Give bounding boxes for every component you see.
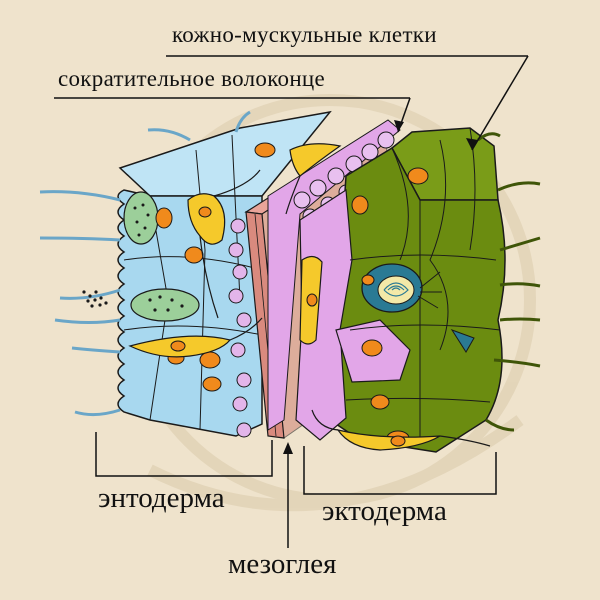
- arrow-heads: [283, 120, 478, 454]
- nerve-cell-1: [187, 193, 226, 245]
- ectoderm-layer: [295, 127, 541, 453]
- label-contractile-fiber: сократительное волоконце: [58, 66, 326, 91]
- label-mesoglea: мезоглея: [228, 548, 337, 580]
- leader-lines: [54, 55, 529, 548]
- nerve-cell-4: [336, 429, 441, 451]
- label-skin-muscle-cells: кожно-мускульные клетки: [172, 22, 437, 47]
- gland-cell: [123, 191, 159, 245]
- nerve-nuclei: [170, 206, 406, 447]
- stinging-cell: [361, 263, 442, 313]
- food-particles: [82, 290, 108, 308]
- label-endoderm: энтодерма: [98, 482, 225, 514]
- endoderm-layer: [39, 110, 332, 438]
- epithelial-muscle-cell: [295, 188, 353, 441]
- label-ectoderm: эктодерма: [322, 495, 447, 527]
- gland-cell-large: [130, 288, 200, 322]
- cnidocil: [450, 329, 475, 353]
- ectoderm-cilia: [477, 132, 541, 432]
- digestive-vacuoles: [228, 218, 252, 438]
- nerve-cell-3: [289, 143, 342, 177]
